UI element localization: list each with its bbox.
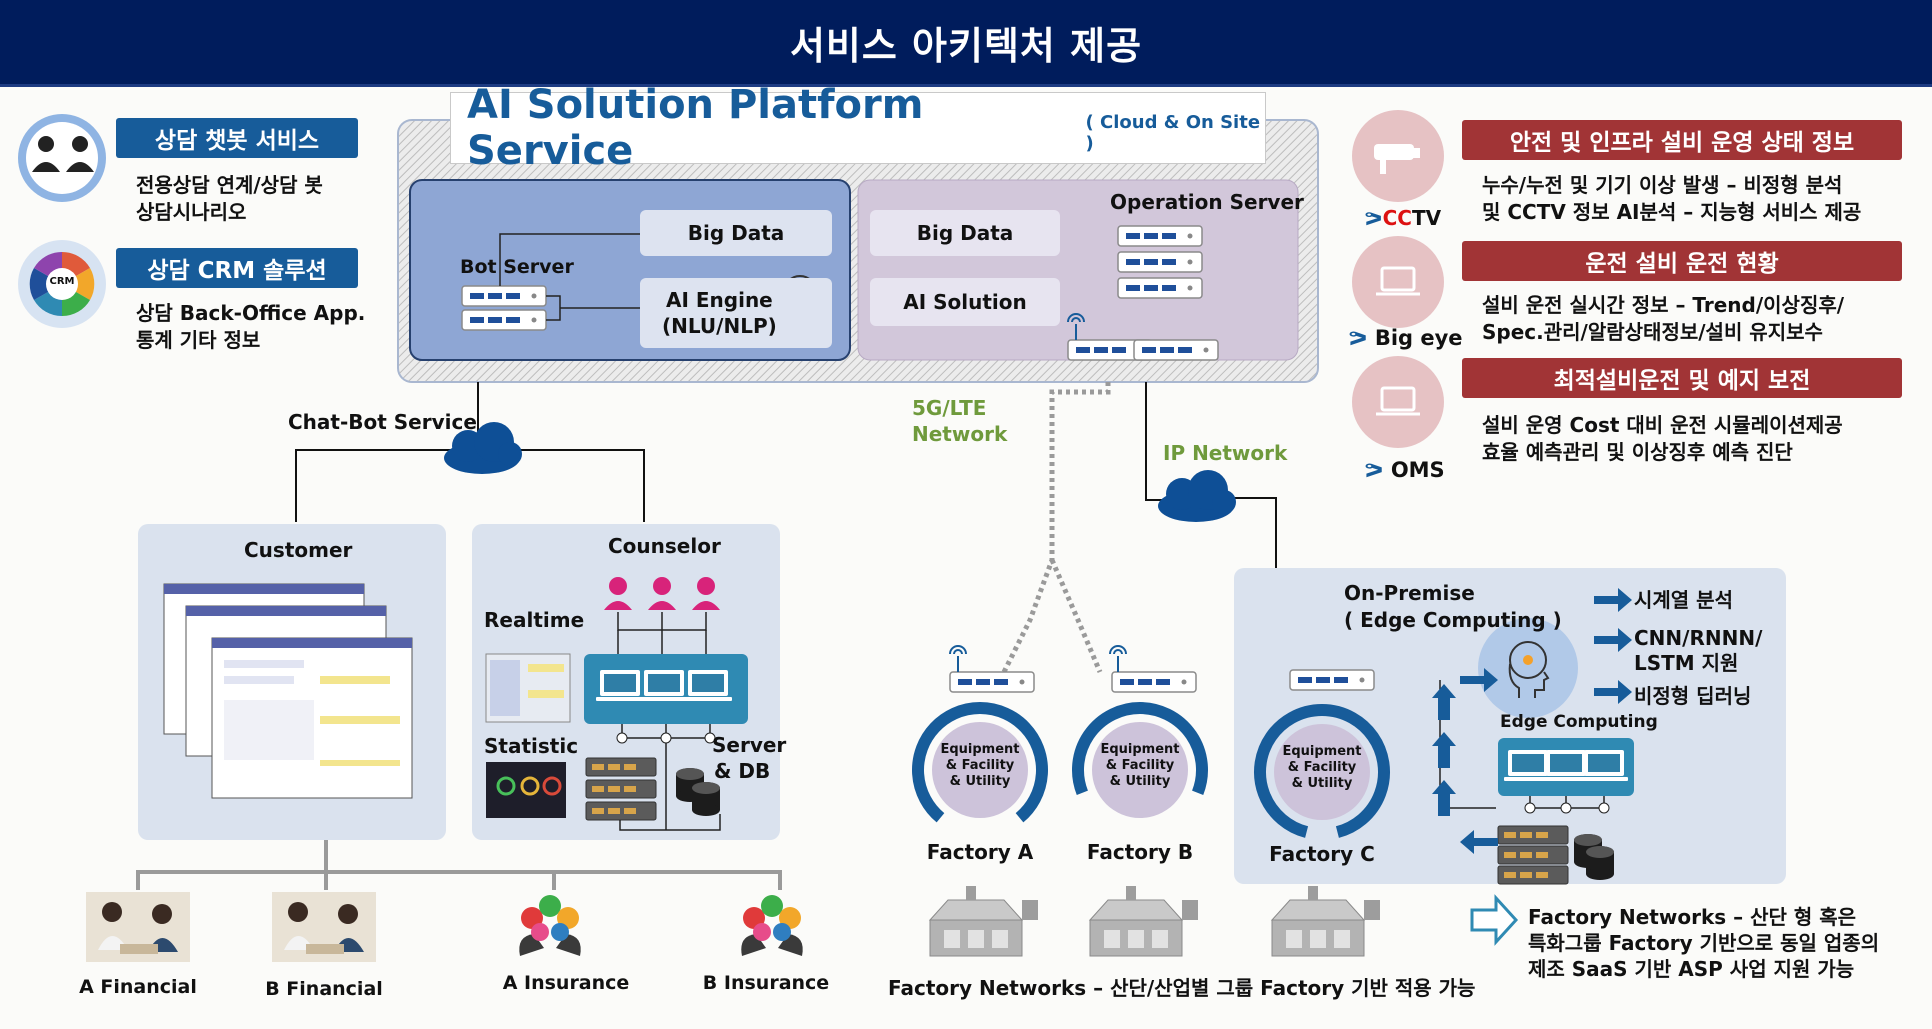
feature-cnn: CNN/RNNN/ LSTM 지원 [1634,626,1762,676]
chatbot-desc-line2: 상담시나리오 [136,200,247,224]
factory-name: Factory A [926,840,1034,864]
safety-infra-desc: 누수/누전 및 기기 이상 발생 – 비정형 분석 및 CCTV 정보 AI분석… [1482,172,1861,226]
factory-ring-arc [1072,702,1208,796]
saas-line2: 특화그룹 Factory 기반으로 동일 업종의 [1528,931,1880,955]
crm-solution-desc: 상담 Back-Office App. 통계 기타 정보 [136,300,365,354]
crm-solution-title: 상담 CRM 솔루션 [116,248,358,288]
feature-cnn-line2: LSTM 지원 [1634,651,1739,675]
chatbot-service-network: Chat-Bot Service [288,410,477,434]
factory-networks-note: Factory Networks – 산단/산업별 그룹 Factory 기반 … [888,976,1476,1000]
customer-a-insurance: A Insurance [502,972,630,994]
optimal-operation-desc: 설비 운영 Cost 대비 운전 시뮬레이션제공 효율 예측관리 및 이상징후 … [1482,412,1843,466]
saas-note: Factory Networks – 산단 형 혹은 특화그룹 Factory … [1528,904,1879,982]
factory-ring-arc [1254,704,1390,838]
factory-ring-text: Equipment& Facility& Utility [940,742,1020,789]
customer-a-financial: A Financial [79,976,197,998]
ip-network: IP Network [1163,441,1288,465]
platform-title-box: AI Solution Platform Service ( Cloud & O… [450,82,1266,174]
platform-title: AI Solution Platform Service [467,82,924,174]
operation-server-label: Operation Server [1110,190,1304,214]
crm-desc-line1: 상담 Back-Office App. [136,301,366,325]
ai-engine: AI Engine (NLU/NLP) [640,278,832,348]
ai-engine-line1: AI Engine [665,288,773,312]
big-eye-label: ᕗ Big eye [1348,326,1463,350]
cctv-label: ᕗCCTV [1364,206,1441,230]
customer-b-insurance: B Insurance [702,972,830,994]
counselor-panel-title: Counselor [608,534,721,558]
chatbot-desc-line1: 전용상담 연계/상담 봇 [136,173,323,197]
big-data-right: Big Data [870,210,1060,256]
feature-deeplearning: 비정형 딥러닝 [1634,684,1752,708]
safety-desc-line1: 누수/누전 및 기기 이상 발생 – 비정형 분석 [1482,173,1843,197]
factory-ring-text: Equipment& Facility& Utility [1282,744,1362,791]
operation-desc-line1: 설비 운전 실시간 정보 – Trend/이상징후/ [1482,293,1845,317]
optimal-operation-title: 최적설비운전 및 예지 보전 [1462,358,1902,398]
operation-status-title: 운전 설비 운전 현황 [1462,241,1902,281]
factory-name: Factory B [1086,840,1194,864]
server-line1: Server [712,733,787,757]
saas-line3: 제조 SaaS 기반 ASP 사업 지원 가능 [1528,957,1855,981]
factory-name: Factory C [1269,842,1375,866]
saas-line1: Factory Networks – 산단 형 혹은 [1528,905,1857,929]
header-divider [0,84,1932,87]
feature-timeseries: 시계열 분석 [1634,588,1733,612]
optimal-desc-line1: 설비 운영 Cost 대비 운전 시뮬레이션제공 [1482,413,1843,437]
factory-ring-core [1092,722,1188,818]
signal-icon: ᕗ [1348,326,1368,350]
oms-text: OMS [1390,458,1445,482]
oms-label: ᕗ OMS [1364,458,1445,482]
safety-desc-line2: 및 CCTV 정보 AI분석 – 지능형 서비스 제공 [1482,200,1862,224]
5g-line1: 5G/LTE [912,396,987,420]
big-eye-text: Big eye [1374,326,1463,350]
bot-server-label: Bot Server [460,256,574,278]
customer-panel-title: Customer [244,538,353,562]
server-line2: & DB [714,759,771,783]
onpremise-title-line2: ( Edge Computing ) [1344,608,1562,632]
crm-desc-line2: 통계 기타 정보 [136,328,261,352]
onpremise-title-line1: On-Premise [1344,581,1475,605]
page-title: 서비스 아키텍처 제공 [789,23,1143,68]
onpremise-title: On-Premise ( Edge Computing ) [1344,580,1562,634]
chatbot-service-title: 상담 챗봇 서비스 [116,118,358,158]
factory-ring-arc [912,702,1048,823]
cctv-label-prefix: CC [1382,206,1412,230]
ai-engine-line2: (NLU/NLP) [662,314,777,338]
safety-infra-title: 안전 및 인프라 설비 운영 상태 정보 [1462,120,1902,160]
operation-desc-line2: Spec.관리/알람상태정보/설비 유지보수 [1482,320,1823,344]
edge-computing-label: Edge Computing [1500,712,1658,732]
big-data-left: Big Data [640,210,832,256]
operation-status-desc: 설비 운전 실시간 정보 – Trend/이상징후/ Spec.관리/알람상태정… [1482,292,1844,346]
feature-cnn-line1: CNN/RNNN/ [1634,626,1763,650]
server-db-label: Server & DB [712,732,786,784]
factory-ring-core [932,722,1028,818]
factory-ring-core [1274,724,1370,820]
factory-ring-text: Equipment& Facility& Utility [1100,742,1180,789]
5g-lte-network: 5G/LTE Network [912,395,1007,447]
statistic-label: Statistic [484,734,579,758]
signal-icon: ᕗ [1364,458,1384,482]
ai-solution: AI Solution [870,278,1060,326]
realtime-label: Realtime [484,608,585,632]
factory-rings [912,702,1390,838]
5g-line2: Network [912,422,1008,446]
page-header: 서비스 아키텍처 제공 [0,0,1932,84]
crm-icon: CRM [49,276,75,287]
customer-b-financial: B Financial [265,978,383,1000]
platform-subtitle: ( Cloud & On Site ) [1085,112,1261,154]
cctv-label-suffix: TV [1411,206,1442,230]
signal-icon: ᕗ [1364,206,1383,230]
chatbot-service-desc: 전용상담 연계/상담 봇 상담시나리오 [136,172,323,226]
optimal-desc-line2: 효율 예측관리 및 이상징후 예측 진단 [1482,440,1793,464]
